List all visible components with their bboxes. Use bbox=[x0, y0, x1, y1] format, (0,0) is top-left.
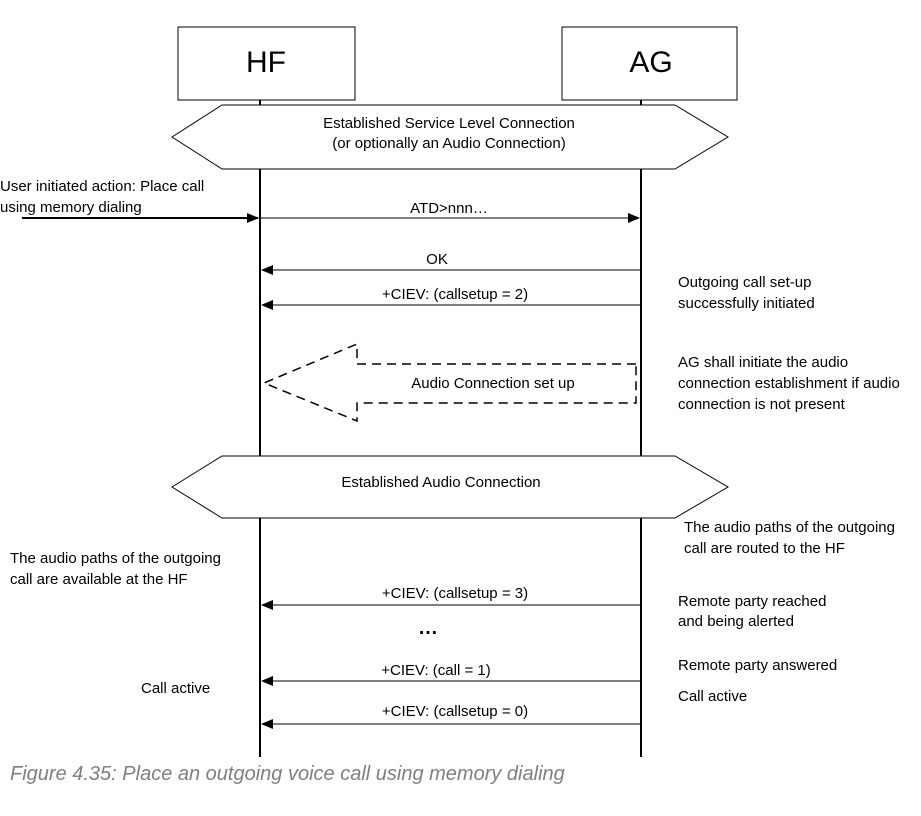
hf-entity: HF bbox=[177, 26, 356, 101]
note-call-active-right: Call active bbox=[678, 688, 747, 705]
note-ag-audio-line3: connection is not present bbox=[678, 396, 846, 413]
audio-banner-label: Established Audio Connection bbox=[341, 474, 540, 491]
ciev-setup0-label: +CIEV: (callsetup = 0) bbox=[382, 703, 528, 720]
note-remote-answered: Remote party answered bbox=[678, 657, 837, 674]
ciev-setup3-label: +CIEV: (callsetup = 3) bbox=[382, 585, 528, 602]
user-action-line2: using memory dialing bbox=[0, 199, 142, 216]
ok-label: OK bbox=[426, 251, 448, 268]
audio-setup-arrow: Audio Connection set up bbox=[262, 342, 637, 423]
slc-banner-line1: Established Service Level Connection bbox=[323, 115, 575, 132]
ciev-call1-label: +CIEV: (call = 1) bbox=[381, 662, 490, 679]
user-action-line1: User initiated action: Place call bbox=[0, 178, 204, 195]
note-remote-reached-line2: and being alerted bbox=[678, 613, 794, 630]
note-available-line2: call are available at the HF bbox=[10, 571, 188, 588]
note-call-active-left: Call active bbox=[141, 680, 210, 697]
audio-banner: Established Audio Connection bbox=[171, 455, 729, 519]
atd-label: ATD>nnn… bbox=[410, 200, 488, 217]
note-remote-reached-line1: Remote party reached bbox=[678, 593, 826, 610]
note-available-line1: The audio paths of the outgoing bbox=[10, 550, 221, 567]
note-ag-audio-line2: connection establishment if audio bbox=[678, 375, 900, 392]
ag-entity: AG bbox=[561, 26, 738, 101]
figure-caption: Figure 4.35: Place an outgoing voice cal… bbox=[10, 763, 565, 785]
ag-label: AG bbox=[629, 46, 672, 79]
note-routed-line1: The audio paths of the outgoing bbox=[684, 519, 895, 536]
ellipsis-label: … bbox=[418, 617, 438, 639]
audio-setup-label: Audio Connection set up bbox=[411, 375, 574, 392]
slc-banner-line2: (or optionally an Audio Connection) bbox=[332, 135, 565, 152]
note-outgoing-line2: successfully initiated bbox=[678, 295, 815, 312]
note-ag-audio-line1: AG shall initiate the audio bbox=[678, 354, 848, 371]
note-outgoing-line1: Outgoing call set-up bbox=[678, 274, 811, 291]
ciev-setup2-label: +CIEV: (callsetup = 2) bbox=[382, 286, 528, 303]
note-routed-line2: call are routed to the HF bbox=[684, 540, 845, 557]
slc-banner: Established Service Level Connection (or… bbox=[171, 104, 729, 170]
hf-label: HF bbox=[246, 46, 286, 79]
